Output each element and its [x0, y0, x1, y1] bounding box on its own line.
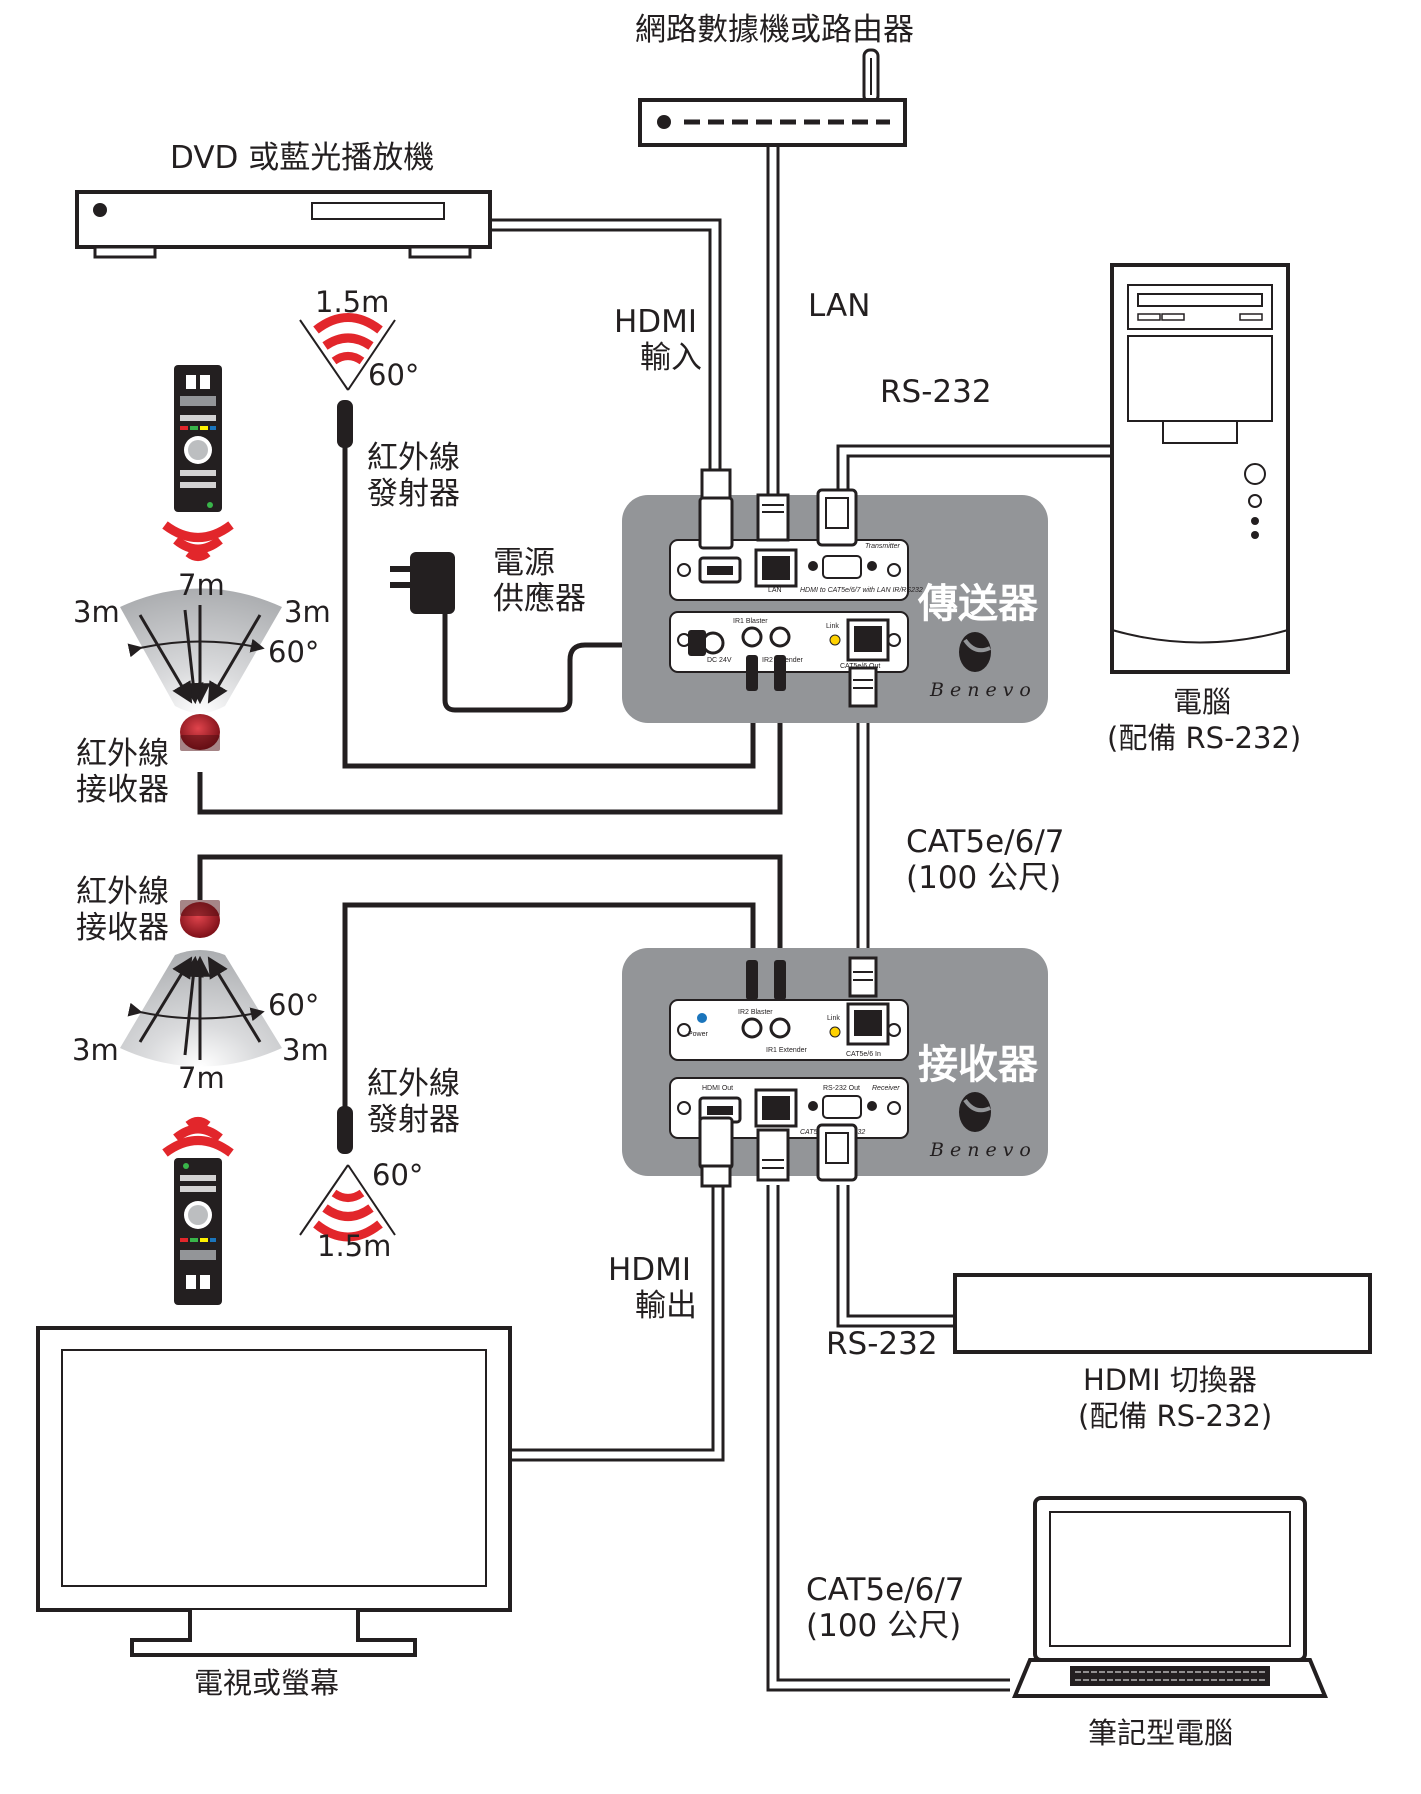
hdmi-output-label-1: HDMI [608, 1252, 691, 1288]
svg-text:HDMI to CAT5e/6/7 with LAN IR/: HDMI to CAT5e/6/7 with LAN IR/RS232 [800, 587, 923, 594]
ir-blaster-top [299, 313, 396, 448]
svg-text:DC 24V: DC 24V [707, 657, 732, 664]
hdmi-input-label-1: HDMI [614, 304, 697, 340]
ir-receiver-top-label-2: 接收器 [76, 772, 169, 808]
ir-receiver-top-range-center: 7m [178, 568, 225, 602]
svg-text:HDMI Out: HDMI Out [702, 1085, 733, 1092]
dvd-label: DVD 或藍光播放機 [170, 140, 434, 176]
laptop-label: 筆記型電腦 [1088, 1716, 1233, 1750]
cat-bottom-label-2: (100 公尺) [806, 1608, 961, 1644]
power-label-2: 供應器 [493, 581, 586, 617]
pc-note: (配備 RS-232) [1107, 721, 1301, 755]
svg-text:RS-232 Out: RS-232 Out [823, 1085, 860, 1092]
svg-text:Power: Power [688, 1031, 709, 1038]
ir-receiver-bottom-label-2: 接收器 [76, 910, 169, 946]
ir-receiver-bottom-range-left: 3m [72, 1033, 119, 1067]
lan-cable [766, 145, 780, 495]
rs232-top-label: RS-232 [880, 374, 992, 410]
svg-text:Link: Link [827, 1015, 840, 1022]
transmitter-brand: Benevo [929, 679, 1037, 701]
tv-monitor [36, 1326, 512, 1657]
ir-receiver-fan-bottom [120, 900, 282, 1067]
hdmi-input-label-2: 輸入 [640, 340, 702, 376]
transmitter-label: 傳送器 [917, 581, 1039, 627]
ir-receiver-top-label-1: 紅外線 [76, 736, 169, 772]
ir-receiver-bottom-cable [197, 854, 783, 960]
ir-blaster-top-cable [342, 445, 756, 769]
laptop [1012, 1496, 1328, 1698]
ir-receiver-bottom-angle: 60° [268, 988, 319, 1022]
ir-receiver-top-angle: 60° [268, 635, 319, 669]
hdmi-output-label-2: 輸出 [635, 1288, 697, 1324]
switcher-note: (配備 RS-232) [1078, 1399, 1272, 1433]
svg-text:LAN: LAN [768, 587, 782, 594]
svg-text:Link: Link [826, 623, 839, 630]
cat-link-cable [856, 700, 870, 965]
desktop-pc [1110, 263, 1290, 674]
ir-blaster-bottom [299, 1106, 396, 1242]
ir-receiver-top-cable [197, 690, 783, 815]
svg-text:CAT5e/6 In: CAT5e/6 In [846, 1051, 881, 1058]
ir-blaster-bottom-range: 1.5m [317, 1229, 391, 1263]
receiver-brand: Benevo [929, 1139, 1037, 1161]
hdmi-input-cable [490, 218, 722, 470]
router-label: 網路數據機或路由器 [635, 12, 914, 48]
remote-signal-top [162, 521, 234, 561]
ir-receiver-bottom-range-center: 7m [178, 1061, 225, 1095]
ir-blaster-top-range: 1.5m [315, 285, 389, 319]
rs232-top-cable [836, 444, 1118, 490]
remote-control-top [174, 365, 222, 512]
ir-blaster-bottom-cable [342, 902, 756, 1110]
cat-mid-label-2: (100 公尺) [906, 860, 1061, 896]
dvd-player [75, 190, 492, 259]
cables [197, 145, 1118, 1692]
pc-label: 電腦 [1173, 685, 1231, 719]
svg-text:IR1 Blaster: IR1 Blaster [733, 618, 768, 625]
router [638, 48, 907, 147]
rs232-bottom-cable [836, 1185, 955, 1328]
ir-receiver-fan-top [120, 588, 282, 751]
tv-label: 電視或螢幕 [194, 1666, 339, 1700]
ir-receiver-top-range-left: 3m [73, 595, 120, 629]
remote-control-bottom [174, 1158, 222, 1305]
ir-blaster-top-angle: 60° [368, 358, 419, 392]
svg-text:IR2 Blaster: IR2 Blaster [738, 1009, 773, 1016]
transmitter-unit: LAN HDMI to CAT5e/6/7 with LAN IR/RS232 … [622, 468, 1048, 723]
power-label-1: 電源 [493, 545, 555, 581]
svg-text:Receiver: Receiver [872, 1085, 900, 1092]
ir-receiver-top-range-right: 3m [284, 595, 331, 629]
receiver-label: 接收器 [918, 1042, 1039, 1088]
ir-blaster-bottom-angle: 60° [372, 1158, 423, 1192]
ir-blaster-bottom-label-2: 發射器 [367, 1102, 460, 1138]
ir-blaster-bottom-label-1: 紅外線 [367, 1066, 460, 1102]
power-cable [442, 610, 705, 713]
ir-blaster-top-label-2: 發射器 [367, 476, 460, 512]
svg-text:IR1 Extender: IR1 Extender [766, 1047, 808, 1054]
svg-text:Transmitter: Transmitter [865, 543, 901, 550]
lan-label: LAN [808, 288, 870, 324]
hdmi-output-cable [510, 1180, 725, 1462]
cat-bottom-label-1: CAT5e/6/7 [806, 1572, 965, 1608]
ir-blaster-top-label-1: 紅外線 [367, 440, 460, 476]
cat-mid-label-1: CAT5e/6/7 [906, 824, 1065, 860]
benevo-logo-icon [959, 632, 991, 672]
rs232-bottom-label: RS-232 [826, 1326, 938, 1362]
ir-receiver-bottom-range-right: 3m [282, 1033, 329, 1067]
cat-laptop-cable [766, 1185, 1010, 1692]
power-adapter [390, 552, 455, 614]
hdmi-switcher [953, 1273, 1372, 1354]
switcher-label: HDMI 切換器 [1083, 1363, 1257, 1397]
receiver-unit: Power IR2 Blaster IR1 Extender Link CAT5… [622, 948, 1048, 1188]
ir-receiver-bottom-label-1: 紅外線 [76, 874, 169, 910]
remote-signal-bottom [162, 1117, 234, 1157]
benevo-logo-icon [959, 1092, 991, 1132]
